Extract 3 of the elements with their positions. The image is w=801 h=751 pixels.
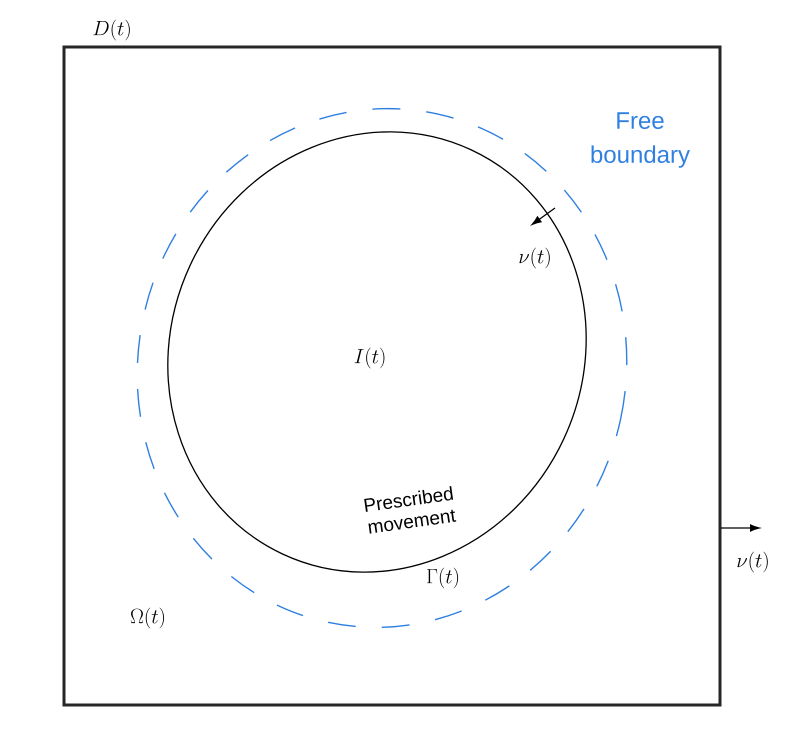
node-label: $D(t)$ <box>93 20 130 40</box>
normal-label: $\nu(t)$ <box>519 248 550 268</box>
normal-label: $\nu(t)$ <box>737 552 768 572</box>
